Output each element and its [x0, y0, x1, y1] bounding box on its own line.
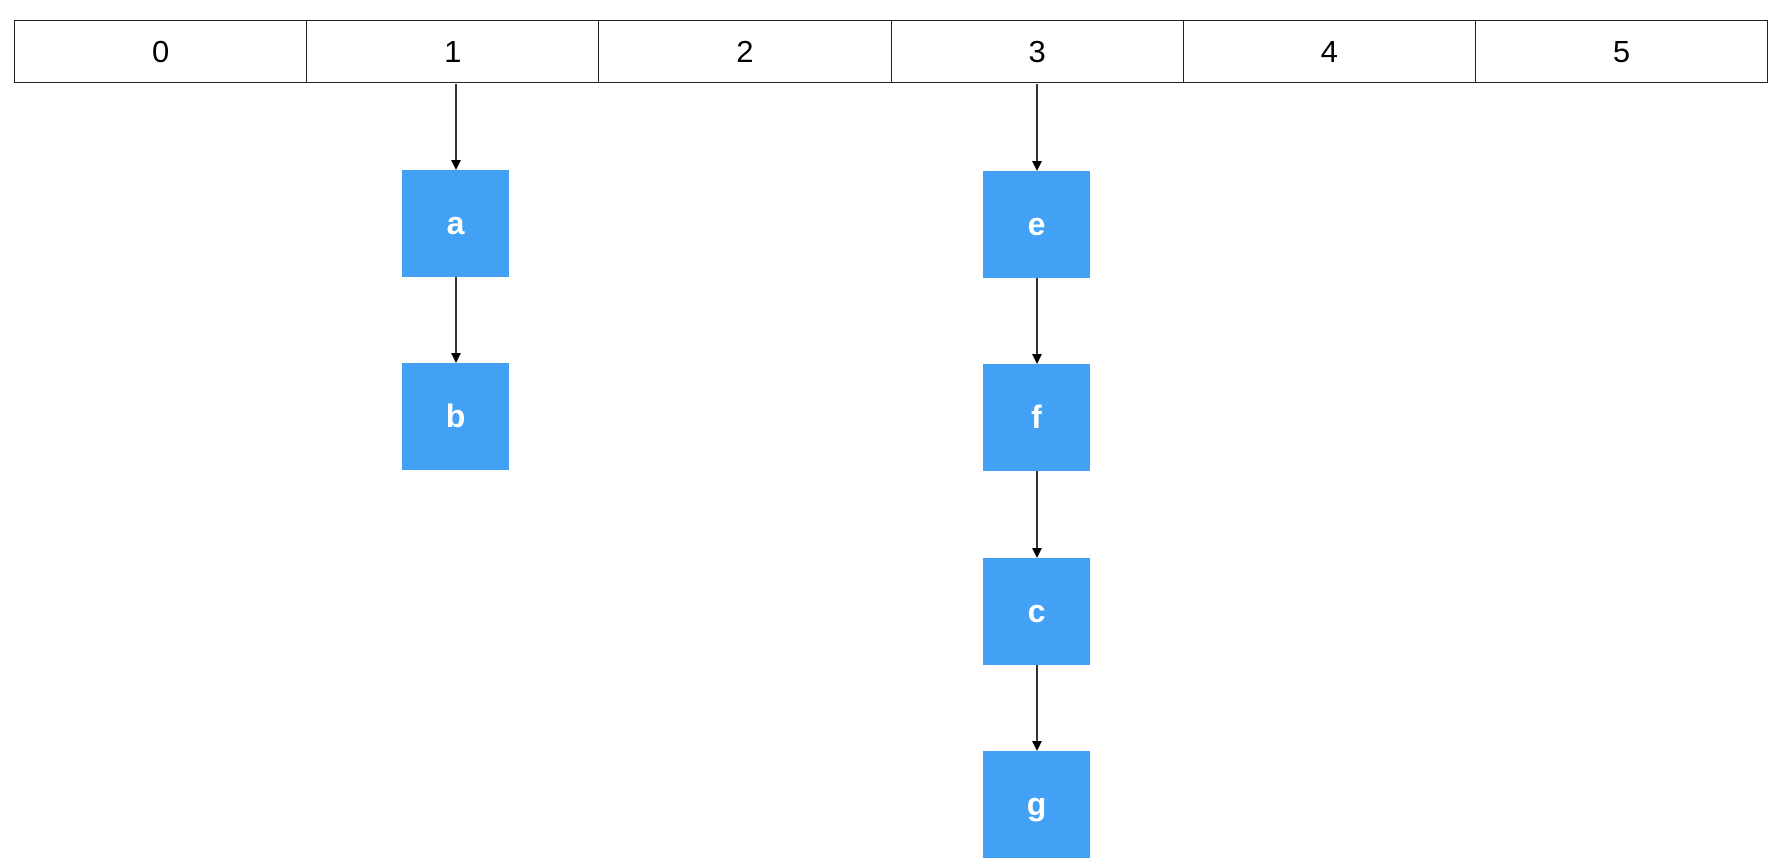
bucket-cell-2: 2 — [598, 21, 890, 82]
bucket-cell-4: 4 — [1182, 21, 1475, 82]
node-c: c — [983, 558, 1090, 665]
node-e: e — [983, 171, 1090, 278]
bucket-cell-5: 5 — [1474, 21, 1767, 82]
node-f: f — [983, 364, 1090, 471]
node-b: b — [402, 363, 509, 470]
bucket-cell-1: 1 — [306, 21, 598, 82]
node-g: g — [983, 751, 1090, 858]
bucket-cell-0: 0 — [151, 33, 170, 69]
bucket-cell-3: 3 — [890, 21, 1183, 82]
hash-table-array: 0 1 2 3 4 5 — [14, 20, 1768, 83]
node-a: a — [402, 170, 509, 277]
